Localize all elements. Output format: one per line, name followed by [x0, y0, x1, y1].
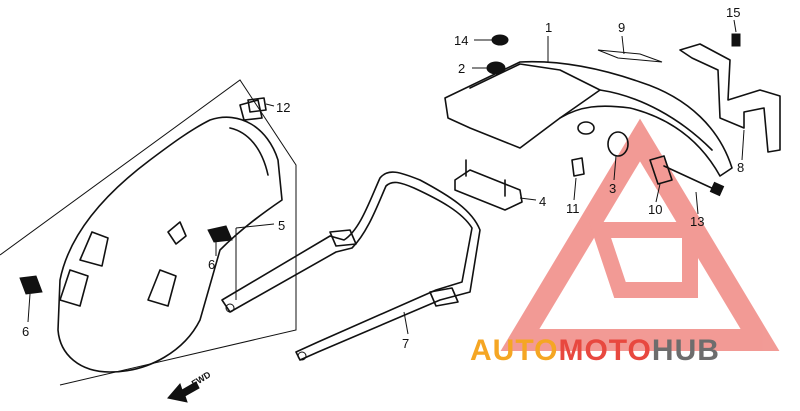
- callout-5: 5: [278, 218, 285, 233]
- watermark-logo: [500, 118, 780, 351]
- forward-arrow-icon: [167, 381, 200, 403]
- watermark-hub: HUB: [652, 334, 720, 367]
- forward-label: FWD: [190, 369, 213, 389]
- callout-2: 2: [458, 61, 465, 76]
- rubber-strip: [597, 49, 663, 63]
- callout-15: 15: [726, 5, 740, 20]
- callout-4: 4: [539, 194, 546, 209]
- callouts: 1 2 3 4 5 6 6 7 8 9 10 11 12 13 14 15: [22, 5, 744, 351]
- callout-6-right: 6: [208, 257, 215, 272]
- hardware-parts: [247, 33, 741, 197]
- callout-6-left: 6: [22, 324, 29, 339]
- license-bracket: [679, 43, 781, 153]
- callout-12: 12: [276, 100, 290, 115]
- forward-direction-indicator: FWD: [167, 369, 213, 403]
- rear-fender: [444, 60, 733, 177]
- watermark-moto: MOTO: [558, 334, 651, 367]
- callout-8: 8: [737, 160, 744, 175]
- front-fender-assembly: [0, 79, 297, 386]
- svg-text:AUTOMOTOHUB: AUTOMOTOHUB: [470, 334, 720, 367]
- callout-1: 1: [545, 20, 552, 35]
- watermark-auto: AUTO: [470, 334, 558, 367]
- callout-3: 3: [609, 181, 616, 196]
- callout-7: 7: [402, 336, 409, 351]
- grab-rail: [221, 171, 481, 361]
- leader-lines: [27, 19, 745, 335]
- callout-13: 13: [690, 214, 704, 229]
- watermark-text: AUTOMOTOHUB: [470, 334, 720, 367]
- callout-11: 11: [566, 201, 580, 216]
- callout-9: 9: [618, 20, 625, 35]
- callout-10: 10: [648, 202, 662, 217]
- mounting-bracket: [454, 159, 523, 211]
- callout-14: 14: [454, 33, 468, 48]
